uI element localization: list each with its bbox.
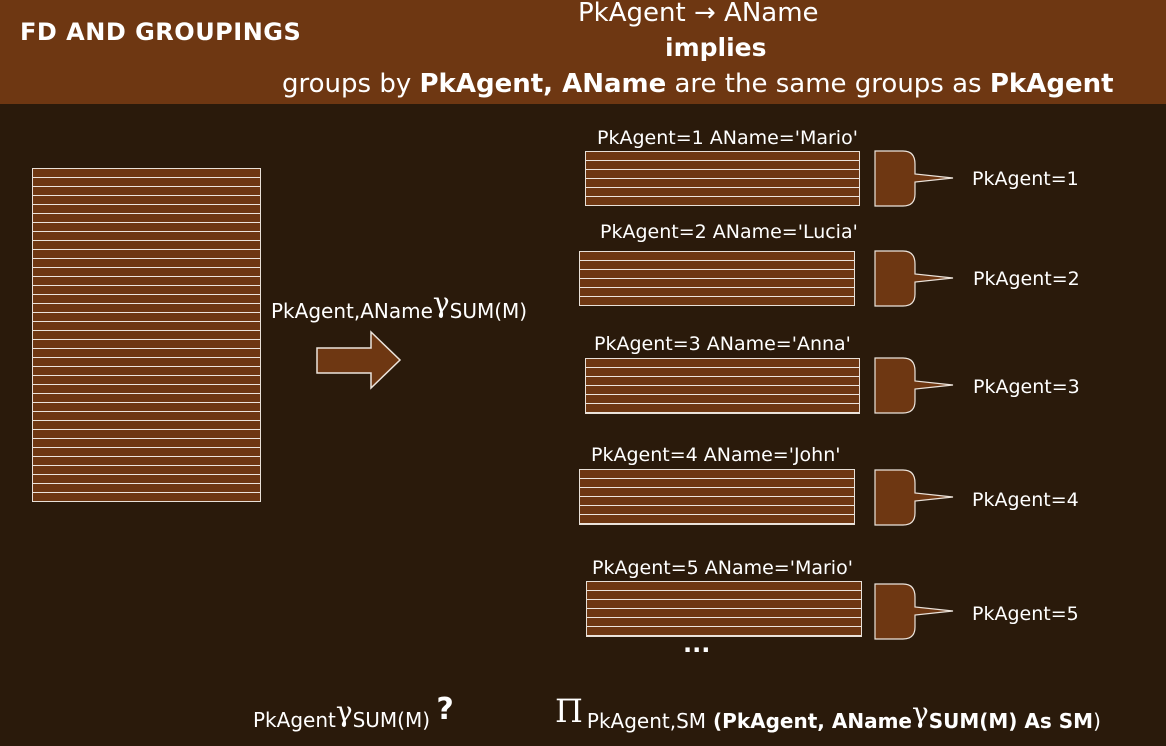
bottom-left-expression: PkAgentγSUM(M) ? [253, 692, 454, 735]
brace-label-1: PkAgent=1 [972, 168, 1079, 190]
group-table-5 [586, 581, 862, 637]
brace-label-3: PkAgent=3 [973, 376, 1080, 398]
conclusion-keys: PkAgent, AName [419, 69, 667, 99]
gamma-symbol: γ [432, 286, 450, 319]
implies-text: implies [665, 33, 767, 62]
conclusion-mid: are the same groups as [666, 69, 990, 99]
group-table-1 [585, 151, 860, 206]
ellipsis: ... [683, 630, 711, 658]
group-label-1: PkAgent=1 AName='Mario' [597, 127, 858, 149]
brace-icon [874, 250, 954, 307]
fd-right: AName [724, 0, 819, 28]
fd-left: PkAgent [578, 0, 686, 28]
conclusion-text: groups by PkAgent, AName are the same gr… [282, 69, 1114, 99]
gamma-symbol: γ [911, 696, 929, 729]
brace-label-2: PkAgent=2 [973, 268, 1080, 290]
nested-agg: SUM(M) [928, 709, 1018, 733]
paren-open: ( [706, 709, 723, 733]
nested-sub: PkAgent, AName [722, 709, 912, 733]
brace-icon [874, 150, 954, 207]
group-label-3: PkAgent=3 AName='Anna' [594, 333, 851, 355]
operator-agg: SUM(M) [449, 299, 528, 323]
brace-label-4: PkAgent=4 [972, 489, 1079, 511]
as-alias: As SM [1017, 709, 1094, 733]
groupby-operator: PkAgent,ANameγSUM(M) [271, 286, 528, 325]
group-label-5: PkAgent=5 AName='Mario' [592, 557, 853, 579]
brace-icon [874, 469, 954, 526]
fd-statement: PkAgent → AName [578, 0, 819, 28]
right-arrow-icon [316, 330, 402, 390]
paren-close: ) [1093, 709, 1101, 733]
brace-icon [874, 357, 954, 414]
header-band [0, 0, 1166, 104]
conclusion-key2: PkAgent [989, 69, 1114, 99]
conclusion-pre: groups by [282, 69, 420, 99]
group-table-3 [585, 358, 860, 414]
brace-icon [874, 583, 954, 640]
group-label-2: PkAgent=2 AName='Lucia' [600, 221, 858, 243]
projection-list: PkAgent,SM [586, 709, 707, 733]
bottom-left-sub: PkAgent [253, 708, 336, 732]
question-mark: ? [436, 692, 454, 727]
group-label-4: PkAgent=4 AName='John' [591, 444, 841, 466]
group-table-2 [579, 251, 855, 306]
fd-arrow: → [693, 0, 716, 28]
brace-label-5: PkAgent=5 [972, 603, 1079, 625]
slide-title: FD AND GROUPINGS [20, 18, 302, 46]
source-table [32, 168, 261, 502]
pi-symbol: Π [555, 692, 583, 730]
gamma-symbol: γ [335, 695, 353, 728]
nested-groupby: (PkAgent, ANameγSUM(M) As SM [706, 696, 1094, 733]
group-table-4 [579, 469, 855, 525]
bottom-left-agg: SUM(M) [352, 708, 431, 732]
operator-sub: PkAgent,AName [271, 299, 433, 323]
